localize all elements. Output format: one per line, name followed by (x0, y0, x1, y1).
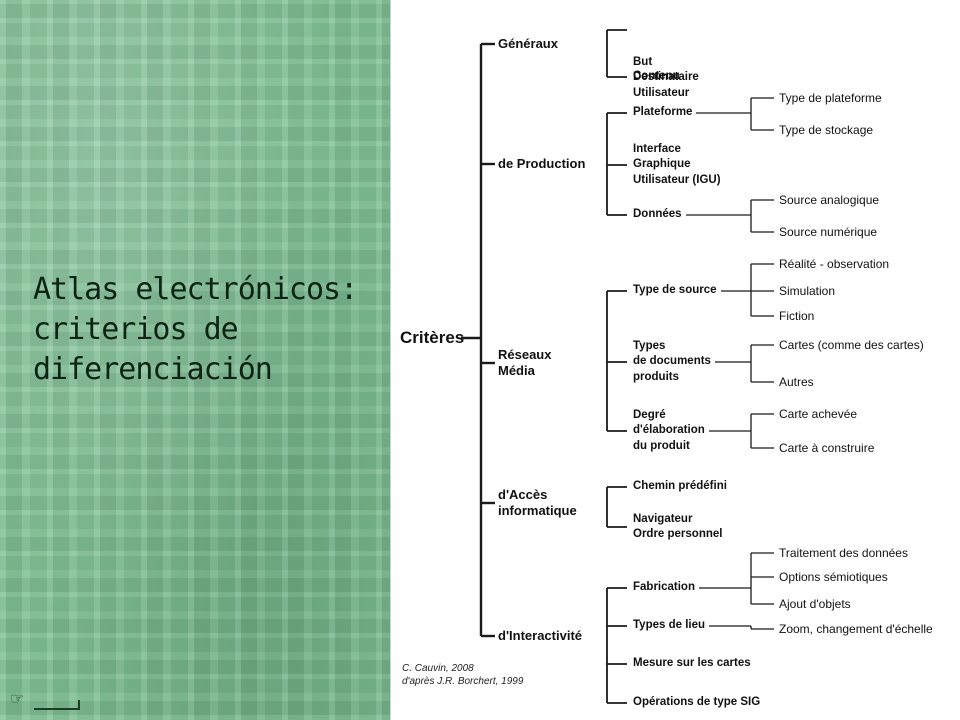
criterion-label-line: Destinataire (633, 71, 699, 83)
criterion-label: Plateforme (633, 105, 692, 121)
back-navigation-button[interactable]: ☞ (8, 689, 80, 711)
criteria-group-label-line: Généraux (498, 36, 558, 51)
criteria-group-label-line: d'Interactivité (498, 628, 583, 643)
criterion-label-line: Utilisateur (633, 86, 690, 99)
criterion-label-line: Données (633, 208, 682, 220)
criteria-group-label: Généraux (498, 36, 558, 52)
credit-line: C. Cauvin, 2008 (402, 663, 474, 674)
sub-criterion-label: Ajout d'objets (779, 596, 851, 611)
sub-criterion-label: Simulation (779, 283, 836, 298)
criteria-group-label-line: de Production (498, 156, 586, 171)
criterion-label: Contenu (633, 69, 680, 85)
pointing-hand-icon: ☞ (10, 691, 25, 708)
slide-title-line: diferenciación (33, 352, 273, 387)
criterion-label-line: Fabrication (633, 581, 695, 593)
criterion-label-line: Degré (633, 408, 666, 421)
criterion-label: Mesure sur les cartes (633, 656, 751, 672)
criterion-label: Types de documents produits (633, 339, 711, 386)
criteria-group-label: d'Interactivité (498, 628, 582, 644)
criterion-label-line: du produit (633, 439, 690, 452)
sub-criterion-label: Cartes (comme des cartes) (779, 337, 924, 352)
root-criteria-label: Critères (400, 328, 465, 347)
criterion-label-line: Contenu (633, 70, 680, 82)
criteria-group-label-line: Média (498, 363, 535, 378)
sub-criterion-label: Fiction (779, 308, 815, 323)
sub-criterion-label: Autres (779, 374, 814, 389)
criteria-group-label-line: Réseaux (498, 347, 552, 362)
criterion-label: Degré d'élaboration du produit (633, 408, 705, 455)
criterion-label: Données (633, 207, 682, 223)
credit-line: d'après J.R. Borchert, 1999 (402, 676, 524, 687)
criterion-label-line: But (633, 55, 653, 68)
credits: C. Cauvin, 2008 d'après J.R. Borchert, 1… (402, 662, 523, 688)
criterion-label-line: de documents (633, 355, 711, 367)
criterion-label-line: Type de source (633, 284, 717, 296)
criterion-label: Fabrication (633, 580, 695, 596)
slide-title-line: Atlas electrónicos: (33, 272, 358, 307)
criterion-label-line: Interface (633, 142, 681, 155)
criteria-group-label: de Production (498, 156, 585, 172)
sub-criterion-label: Réalité - observation (779, 256, 890, 271)
criterion-label-line: Chemin prédéfini (633, 480, 727, 492)
criterion-label: Chemin prédéfini (633, 479, 727, 495)
criterion-label-line: Graphique (633, 158, 691, 170)
sub-criterion-label: Source analogique (779, 192, 880, 207)
slide-title-line: criterios de (33, 312, 239, 347)
sub-criterion-label: Zoom, changement d'échelle (779, 621, 933, 636)
criterion-label-line: d'élaboration (633, 424, 705, 436)
criteria-group-label-line: informatique (498, 503, 577, 518)
criterion-label-line: Utilisateur (IGU) (633, 173, 721, 186)
sub-criterion-label: Traitement des données (779, 545, 908, 560)
sub-criterion-label: Type de stockage (779, 122, 874, 137)
sub-criterion-label: Options sémiotiques (779, 569, 888, 584)
sub-criterion-label: Carte achevée (779, 406, 858, 421)
criterion-label-line: produits (633, 370, 679, 383)
criterion-label-line: Plateforme (633, 106, 693, 118)
criterion-label-line: Ordre personnel (633, 528, 723, 540)
return-arrow-icon (34, 700, 80, 710)
criterion-label-line: Navigateur (633, 512, 693, 525)
criterion-label: Type de source (633, 283, 717, 299)
criterion-label-line: Types (633, 339, 666, 352)
tree-connectors (461, 29, 774, 704)
criterion-label: Opérations de type SIG (633, 695, 760, 711)
criterion-label: Types de lieu (633, 618, 705, 634)
criterion-label-line: Mesure sur les cartes (633, 657, 751, 669)
sub-criterion-label: Type de plateforme (779, 90, 882, 105)
criterion-label-line: Opérations de type SIG (633, 696, 761, 708)
criterion-label-line: Types de lieu (633, 619, 706, 631)
slide-title: Atlas electrónicos: criterios de diferen… (33, 270, 383, 390)
sub-criterion-label: Source numérique (779, 224, 878, 239)
criteria-group-label-line: d'Accès (498, 487, 548, 502)
left-panel: Atlas electrónicos: criterios de diferen… (0, 0, 390, 720)
sub-criterion-label: Carte à construire (779, 440, 875, 455)
